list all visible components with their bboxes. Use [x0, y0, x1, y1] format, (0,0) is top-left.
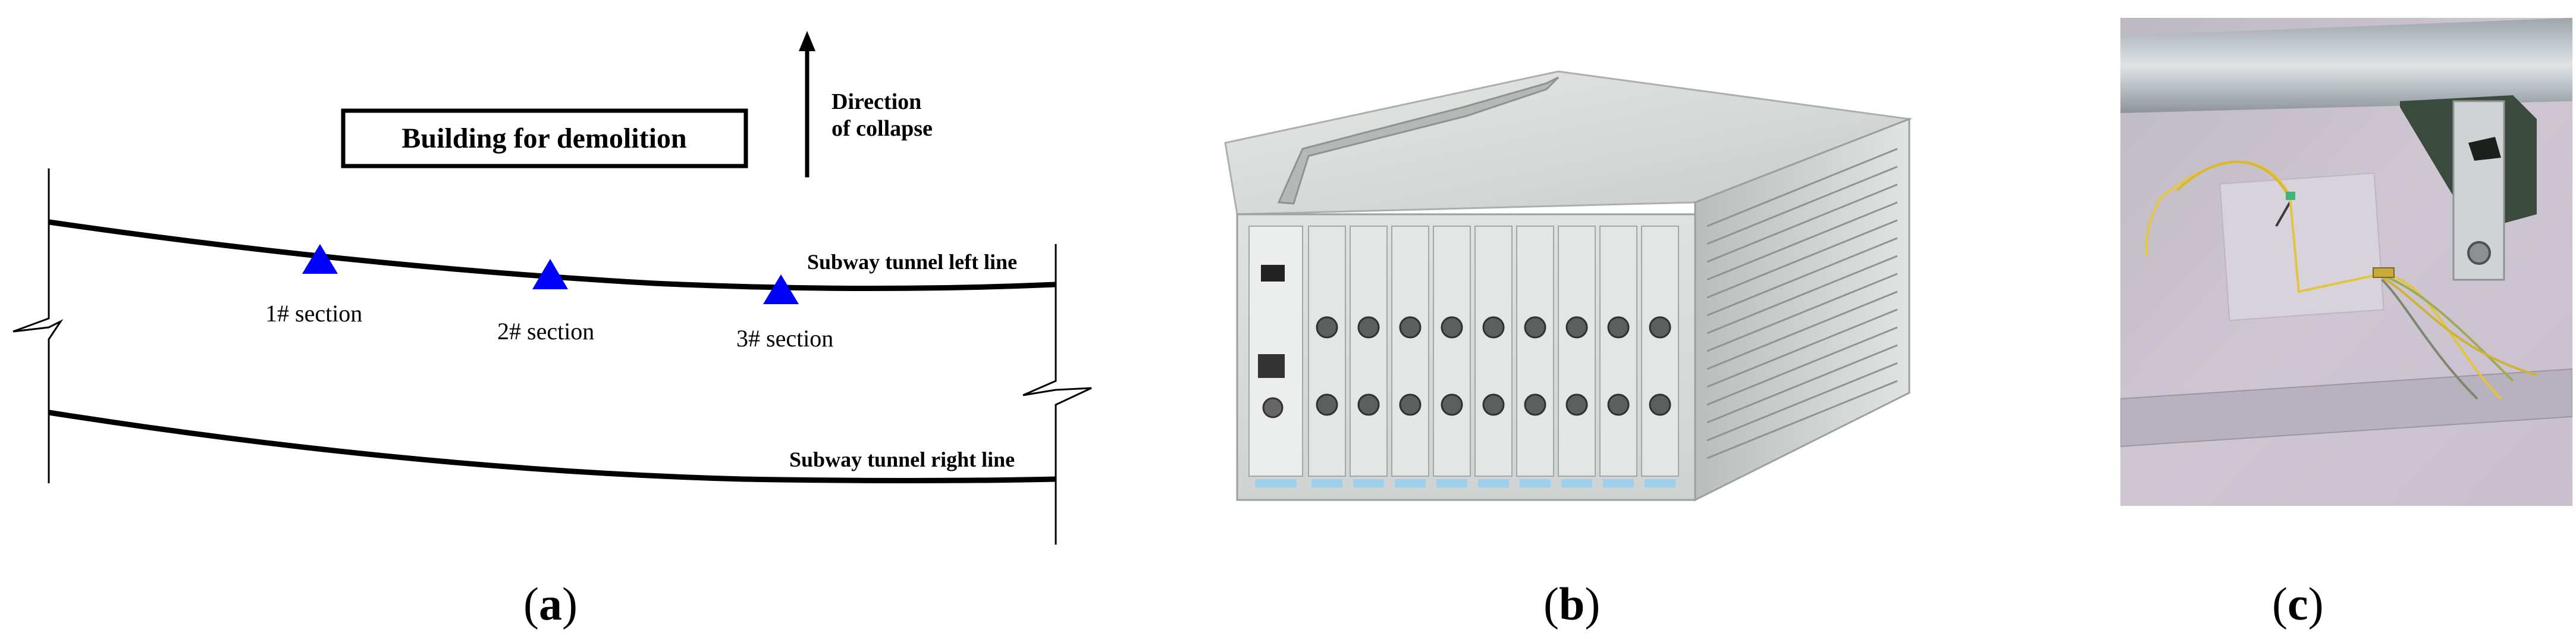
- top-steel-pipe: [2120, 18, 2572, 113]
- bnc-connector-icon: [1262, 397, 1284, 418]
- display-window-icon: [1261, 265, 1285, 282]
- caption-c: (c): [2272, 578, 2324, 630]
- module-latches: [1255, 479, 1676, 487]
- direction-label-line2: of collapse: [832, 116, 933, 141]
- strain-gauge-sensor: [2373, 267, 2395, 278]
- left-line-label: Subway tunnel left line: [807, 250, 1017, 274]
- cooling-fins: [1706, 148, 1898, 459]
- tunnel-left-line: [48, 219, 1056, 292]
- panel-c-strain-gauge-photo: [2120, 18, 2572, 506]
- panel-a-diagram: Building for demolition Direction of col…: [12, 31, 1092, 545]
- section-3-marker-icon: [763, 274, 799, 304]
- section-3-label: 3# section: [736, 325, 833, 352]
- section-1-label: 1# section: [265, 300, 362, 327]
- left-boundary-break-line: [12, 168, 64, 483]
- building-label: Building for demolition: [401, 123, 686, 154]
- right-line-label: Subway tunnel right line: [789, 448, 1015, 471]
- gauge-adhesive-patch: [2219, 172, 2384, 321]
- bracket-cutout: [2468, 137, 2501, 161]
- ethernet-port-icon: [1258, 354, 1285, 378]
- wire-clip: [2286, 192, 2295, 200]
- right-boundary-break-line: [1022, 244, 1092, 545]
- bolt-icon: [2467, 241, 2491, 265]
- section-1-marker-icon: [302, 244, 338, 274]
- direction-label-line1: Direction: [832, 89, 921, 114]
- bottom-rail: [2120, 368, 2572, 448]
- channel-connectors: [1316, 316, 1671, 416]
- panel-b-instrument-image: [1224, 70, 1913, 502]
- instrument-handle: [1277, 76, 1560, 205]
- building-box: [341, 108, 748, 168]
- caption-b: (b): [1543, 578, 1601, 630]
- caption-a: (a): [523, 578, 578, 630]
- control-module: [1248, 226, 1303, 477]
- section-2-marker-icon: [532, 259, 568, 289]
- channel-modules: [1308, 226, 1679, 477]
- section-2-label: 2# section: [497, 318, 594, 345]
- collapse-arrow-head-icon: [799, 31, 815, 51]
- tunnel-right-line: [48, 409, 1056, 483]
